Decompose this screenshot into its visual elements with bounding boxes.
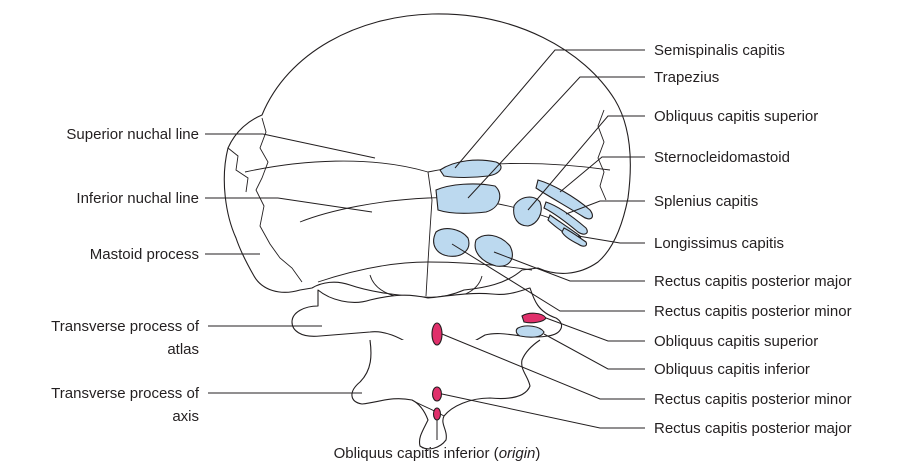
label-longissimus-capitis: Longissimus capitis — [654, 235, 784, 252]
obliquus-capitis-inferior-origin — [434, 408, 441, 420]
label-bottom-main: Obliquus capitis inferior ( — [334, 445, 499, 462]
leader-obliquus-capitis-inferior — [544, 334, 645, 369]
label-splenius-capitis: Splenius capitis — [654, 193, 758, 210]
label-inferior-nuchal-line: Inferior nuchal line — [76, 190, 199, 207]
label-bottom-close: ) — [535, 445, 540, 462]
label-obliquus-capitis-inferior-origin: Obliquus capitis inferior (origin) — [334, 445, 541, 462]
label-obliquus-capitis-superior-2: Obliquus capitis superior — [654, 333, 818, 350]
label-transverse-process-axis-line1: Transverse process of — [51, 385, 200, 402]
label-sternocleidomastoid: Sternocleidomastoid — [654, 149, 790, 166]
label-obliquus-capitis-inferior: Obliquus capitis inferior — [654, 361, 810, 378]
label-trapezius: Trapezius — [654, 69, 719, 86]
rectus-capitis-posterior-minor-origin — [432, 323, 442, 345]
label-transverse-process-atlas-line2: atlas — [167, 341, 199, 358]
semispinalis-capitis-insertion-lower — [436, 184, 500, 213]
label-semispinalis-capitis: Semispinalis capitis — [654, 42, 785, 59]
label-transverse-process-atlas-line1: Transverse process of — [51, 318, 200, 335]
label-mastoid-process: Mastoid process — [90, 246, 199, 263]
skull-outline — [224, 14, 630, 297]
label-rectus-capitis-posterior-minor-1: Rectus capitis posterior minor — [654, 303, 852, 320]
label-transverse-process-axis-line2: axis — [172, 408, 199, 425]
label-bottom-italic: origin — [499, 445, 536, 462]
label-rectus-capitis-posterior-major-1: Rectus capitis posterior major — [654, 273, 852, 290]
label-rectus-capitis-posterior-major-2: Rectus capitis posterior major — [654, 420, 852, 437]
rectus-capitis-posterior-major-origin — [433, 387, 442, 401]
obliquus-capitis-superior-origin-atlas — [522, 313, 546, 323]
label-superior-nuchal-line: Superior nuchal line — [66, 126, 199, 143]
label-obliquus-capitis-superior-1: Obliquus capitis superior — [654, 108, 818, 125]
label-rectus-capitis-posterior-minor-2: Rectus capitis posterior minor — [654, 391, 852, 408]
